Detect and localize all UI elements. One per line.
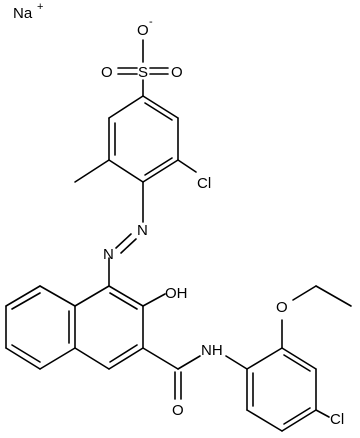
chloro-top-label: Cl xyxy=(197,175,211,192)
bonds xyxy=(5,39,352,432)
bond-naph-j xyxy=(5,347,41,370)
bond-naph-h xyxy=(5,285,41,307)
bond-ring1-c xyxy=(108,159,144,183)
bond-ring3-c xyxy=(281,409,317,432)
azo-n2-label: N xyxy=(103,246,114,263)
hydroxyl-label: OH xyxy=(165,285,188,302)
amide-nh-label: NH xyxy=(201,342,223,359)
bond-naph-k xyxy=(39,347,76,370)
bond-carbonyl-n xyxy=(177,355,201,370)
bond-oh xyxy=(142,293,166,307)
bond-cl-bottom xyxy=(315,409,330,418)
oxygen-right-label: O xyxy=(171,64,183,81)
bond-ch2-ch3 xyxy=(315,285,352,307)
bond-naph-f xyxy=(74,285,110,307)
bond-n-n-a xyxy=(115,233,132,249)
bond-ring3-f xyxy=(246,347,283,370)
oxygen-anion-label: O xyxy=(137,22,149,39)
bond-naph-c xyxy=(108,347,144,370)
bond-ring1-inner-2 xyxy=(144,157,173,176)
bond-naph-inner-2 xyxy=(109,344,138,363)
bond-methyl xyxy=(74,159,110,183)
ether-oxygen-label: O xyxy=(276,299,288,316)
bond-o-ch2 xyxy=(292,285,317,301)
bond-ring1-inner-3 xyxy=(144,102,173,121)
bond-naph-a xyxy=(108,285,144,307)
sodium-charge: + xyxy=(37,1,43,13)
oxygen-anion-charge: - xyxy=(149,16,153,28)
bond-ring1-d xyxy=(142,159,179,183)
bond-naph-inner-3 xyxy=(11,292,41,310)
bond-ring3-e xyxy=(281,347,317,370)
bond-n-n-b xyxy=(120,238,137,254)
azo-n1-label: N xyxy=(137,222,148,239)
bond-ring3-inner-3 xyxy=(283,354,311,372)
sulfur-label: S xyxy=(138,64,148,81)
bond-naph-g xyxy=(39,285,76,307)
oxygen-left-label: O xyxy=(101,64,113,81)
carbonyl-oxygen-label: O xyxy=(172,402,184,419)
sodium-label: Na xyxy=(13,5,33,22)
bond-naph-d xyxy=(74,347,110,370)
bond-ring1-a xyxy=(108,95,144,119)
atom-labels: Na + O - S O O Cl N N OH O NH O Cl xyxy=(13,1,344,428)
bond-naph-inner-4 xyxy=(11,344,41,363)
bond-naph-inner-1 xyxy=(109,292,138,310)
bond-ring3-inner-2 xyxy=(283,407,311,425)
bond-n-ring xyxy=(225,355,248,370)
bond-ring1-f xyxy=(142,95,179,119)
chloro-bottom-label: Cl xyxy=(330,411,344,428)
bond-ring3-b xyxy=(246,409,283,432)
bond-ring-carbonyl xyxy=(142,347,179,370)
bond-cl-top xyxy=(177,159,197,173)
